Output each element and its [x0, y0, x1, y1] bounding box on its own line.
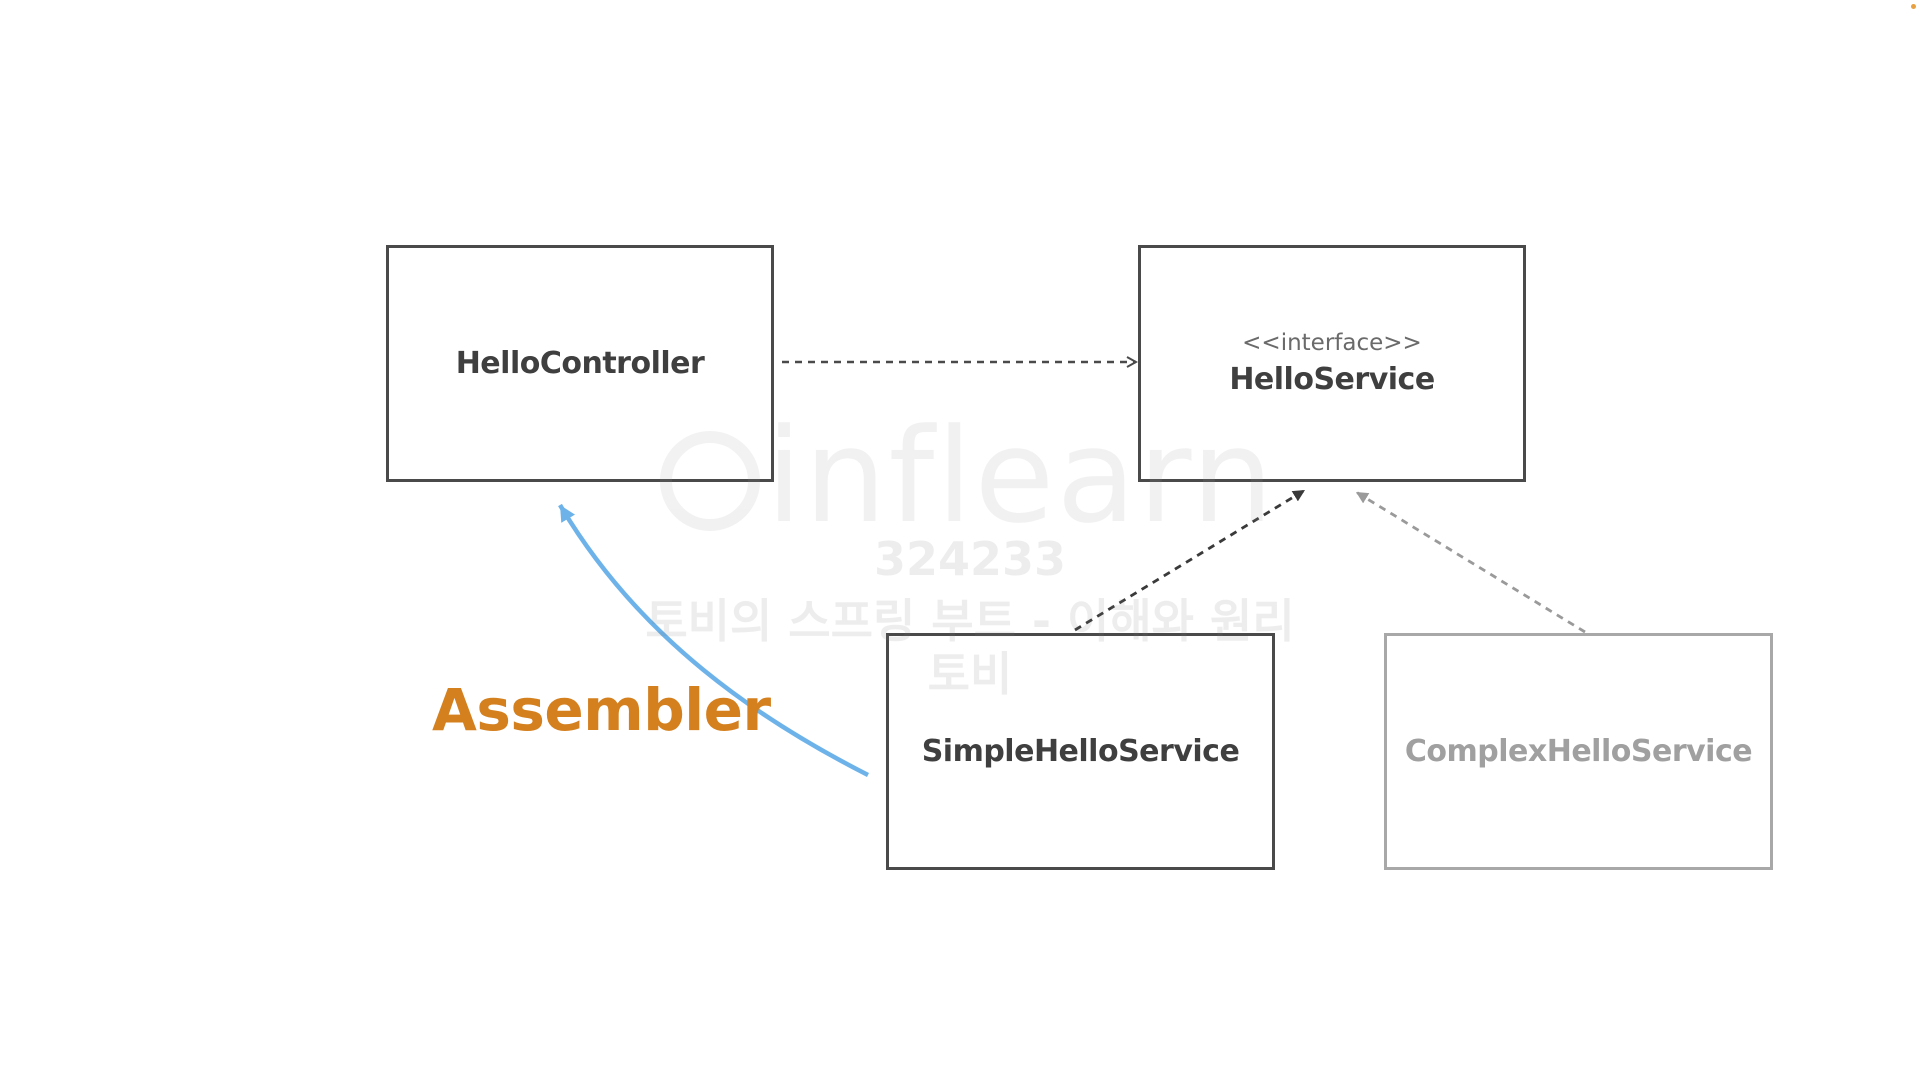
simple-hello-service-label: SimpleHelloService: [921, 734, 1240, 769]
complex-hello-service-label: ComplexHelloService: [1404, 734, 1753, 769]
hello-controller-box: HelloController: [386, 245, 774, 482]
complex-hello-service-box: ComplexHelloService: [1384, 633, 1773, 870]
hello-service-label: HelloService: [1229, 362, 1435, 397]
hello-service-box: <<interface>> HelloService: [1138, 245, 1526, 482]
realization-arrow-simple-to-service: [1074, 488, 1306, 632]
interface-stereotype: <<interface>>: [1242, 330, 1422, 356]
assembler-label: Assembler: [432, 676, 771, 744]
simple-hello-service-box: SimpleHelloService: [886, 633, 1275, 870]
corner-indicator-dot: [1911, 4, 1916, 9]
realization-arrow-complex-to-service: [1355, 490, 1586, 634]
hello-controller-label: HelloController: [455, 346, 705, 381]
watermark-id: 324233: [873, 532, 1067, 586]
